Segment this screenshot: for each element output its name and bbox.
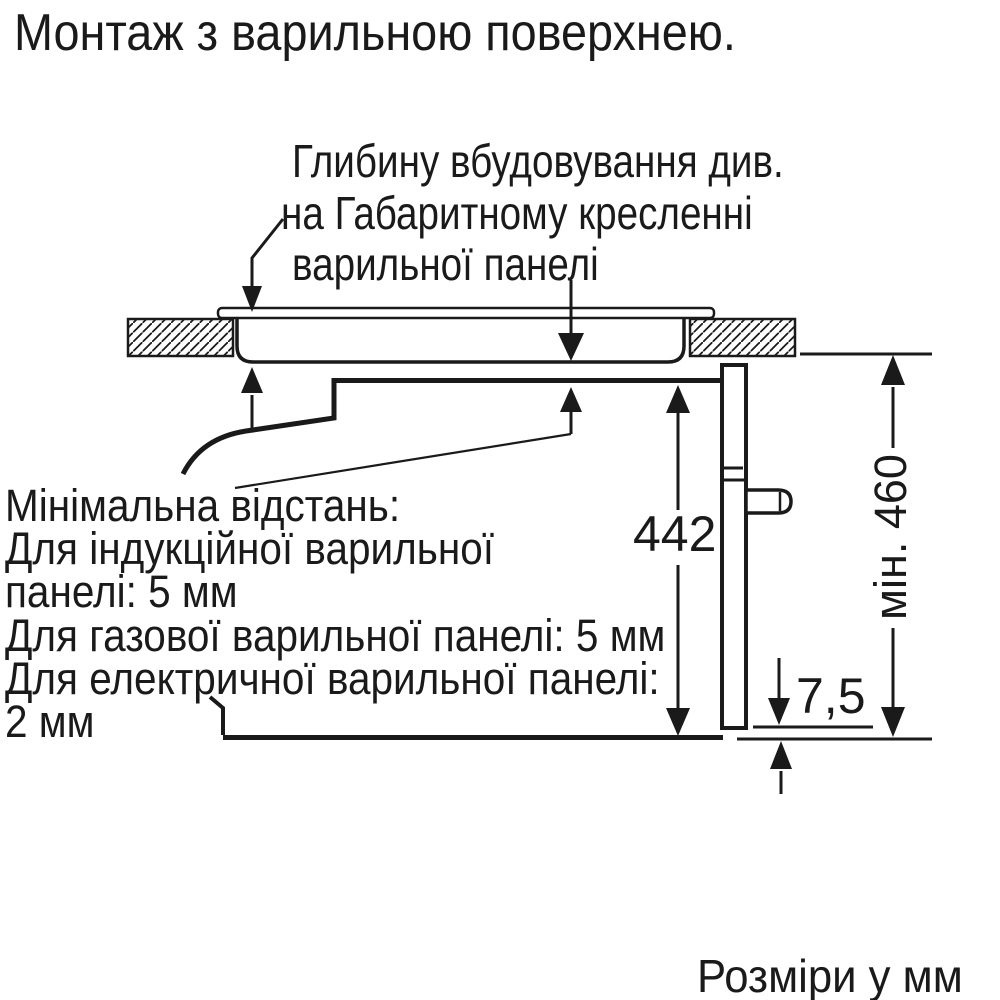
min-distance-line-3: панелі: 5 мм — [5, 566, 238, 618]
depth-note-line-1: Глибину вбудовування див. — [292, 135, 784, 187]
min-distance-line-5: Для електричної варильної панелі: — [5, 652, 660, 704]
min-distance-arrow-center — [560, 387, 582, 434]
dimension-min460-label: мін. 460 — [865, 454, 916, 620]
min-distance-arrow-left — [241, 367, 263, 429]
oven-casing-outline — [180, 378, 723, 740]
min-distance-leader — [234, 432, 572, 490]
min-distance-line-1: Мінімальна відстань: — [5, 480, 401, 531]
oven-front-frame — [720, 363, 748, 730]
depth-note-line-3: варильної панелі — [292, 238, 599, 290]
min-distance-line-2: Для індукційної варильної — [5, 523, 495, 575]
units-note: Розміри у мм — [697, 950, 963, 1000]
hob-body — [235, 316, 686, 364]
extension-lines — [737, 352, 932, 741]
min-distance-note: Мінімальна відстань: Для індукційної вар… — [5, 480, 666, 747]
worktop-right-section — [688, 317, 797, 358]
dimension-442-lines — [666, 385, 690, 736]
dimension-442-label: 442 — [633, 506, 717, 562]
min-distance-line-4: Для газової варильної панелі: 5 мм — [5, 609, 666, 661]
worktop-left-section — [126, 317, 235, 358]
depth-arrow — [558, 280, 584, 361]
page-title: Монтаж з варильною поверхнею. — [14, 4, 736, 62]
oven-door-handle — [744, 488, 793, 515]
min-distance-line-6: 2 мм — [5, 695, 95, 747]
depth-note-line-2: на Габаритному кресленні — [281, 187, 753, 239]
depth-note-leader-arrow — [242, 218, 285, 312]
dimension-7-5-label: 7,5 — [796, 668, 866, 724]
dimension-min460-lines — [881, 355, 905, 737]
dimension-7-5-lines — [768, 658, 792, 794]
hob-glass-panel — [216, 306, 716, 320]
